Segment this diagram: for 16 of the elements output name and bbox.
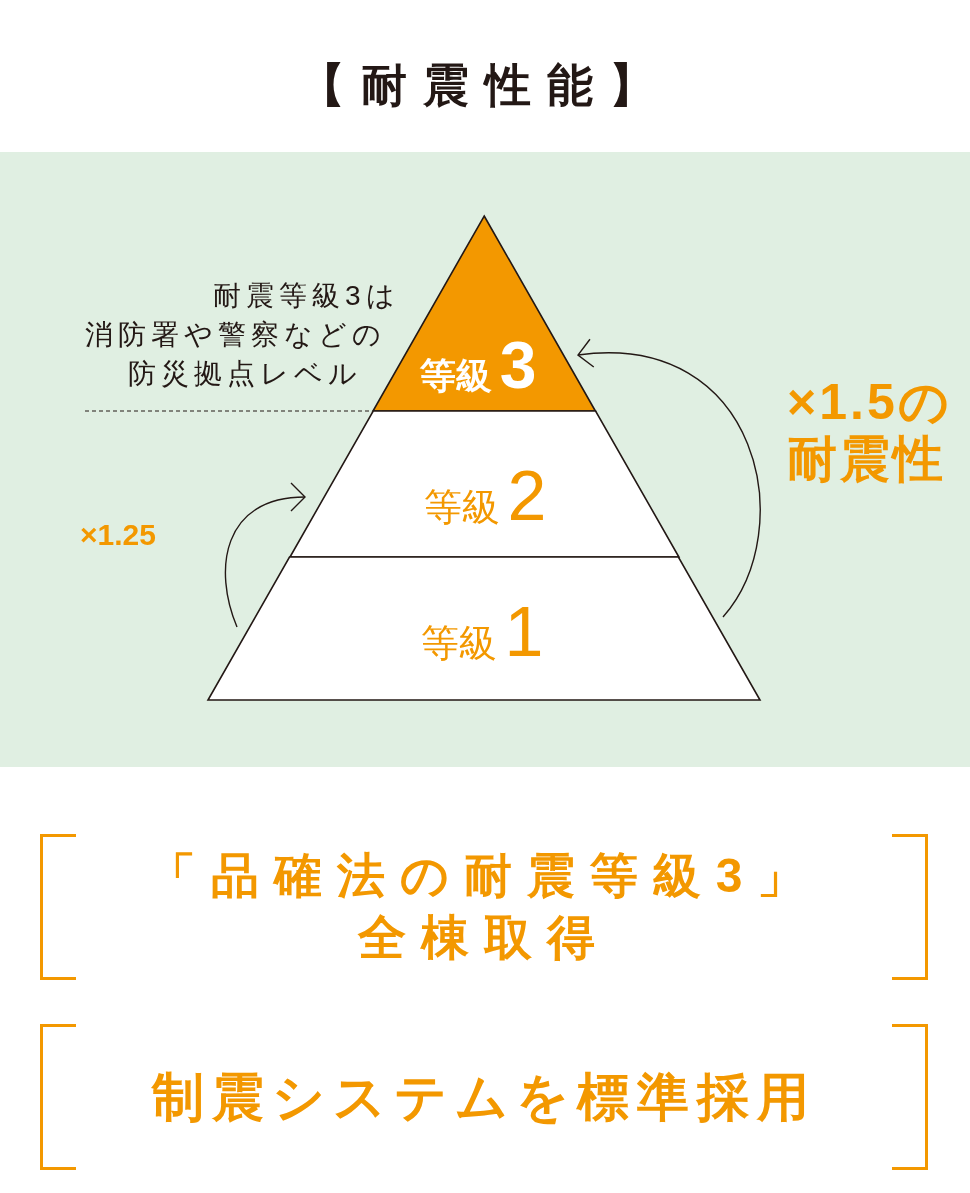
title: 【耐震性能】	[299, 58, 671, 113]
edge-label: ×1.5の耐震性	[787, 374, 952, 488]
grade-label: 等級 1	[420, 596, 544, 667]
bracket-frame	[40, 1024, 928, 1170]
grade-label: 等級 2	[423, 460, 547, 531]
leader-line	[84, 410, 372, 412]
pyramid-tier	[289, 411, 679, 557]
bracket-frame	[40, 834, 928, 980]
edge-label: ×1.25	[80, 520, 156, 550]
curved-arrow	[577, 339, 761, 618]
curved-arrow	[224, 483, 306, 628]
pyramid-tier	[208, 557, 760, 700]
headline: 制震システムを標準採用	[151, 1067, 817, 1128]
grade-label: 等級 3	[419, 332, 537, 399]
headline: 「品確法の耐震等級3」全棟取得	[147, 848, 821, 966]
note-text: 耐震等級3は消防署や警察などの防災拠点レベル	[85, 276, 400, 393]
